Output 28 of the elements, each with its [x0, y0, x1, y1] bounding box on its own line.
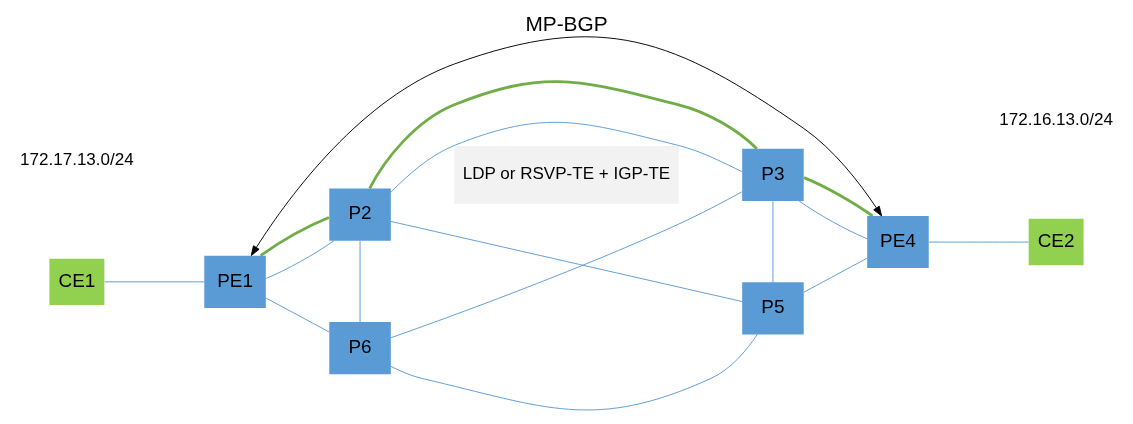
- label: 172.16.13.0/24: [999, 109, 1113, 129]
- connector: [359, 240, 361, 323]
- node-box: P3: [742, 148, 804, 201]
- connector: [798, 199, 868, 239]
- node-box: CE1: [49, 258, 105, 305]
- node-box: LDP or RSVP-TE + IGP-TE: [454, 145, 679, 204]
- connector: [390, 333, 758, 410]
- edge-label: MP-BGP: [525, 11, 608, 35]
- connector: [803, 257, 868, 293]
- connector: [390, 190, 743, 338]
- node-box: PE4: [867, 215, 929, 268]
- connector: [390, 220, 743, 302]
- connector: [265, 297, 330, 332]
- node-box: P6: [329, 321, 391, 374]
- connector: [803, 175, 874, 217]
- label: 172.17.13.0/24: [20, 149, 134, 169]
- connector: [928, 241, 1029, 243]
- connector: [104, 280, 205, 282]
- node-box: PE1: [204, 255, 266, 308]
- connector: [390, 121, 743, 193]
- connector: [265, 239, 335, 279]
- connector: [368, 79, 758, 189]
- connector: [259, 215, 330, 257]
- node-box: P5: [742, 281, 804, 334]
- node-box: P2: [329, 188, 391, 241]
- node-box: CE2: [1028, 218, 1084, 265]
- arrow: [250, 35, 883, 256]
- connector: [772, 200, 774, 283]
